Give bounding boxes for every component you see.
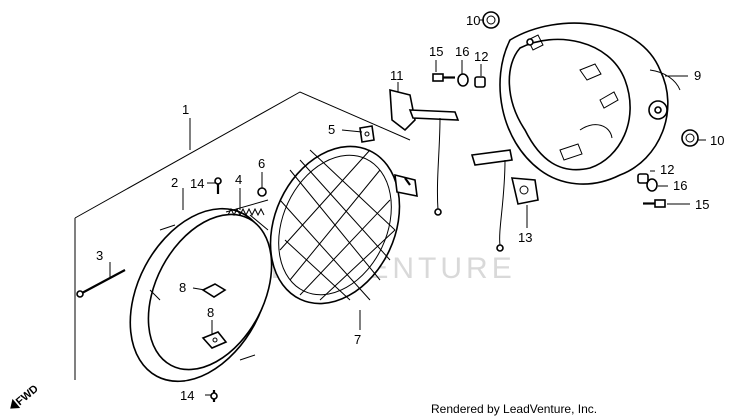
leader-lines [109, 19, 706, 396]
sealed-beam-unit [269, 145, 418, 305]
callout-16-right: 16 [673, 178, 687, 193]
washer-top [457, 73, 469, 87]
callout-1: 1 [182, 102, 189, 117]
nut-right [637, 173, 649, 184]
adjuster-upper [201, 283, 227, 298]
callout-12-top: 12 [474, 49, 488, 64]
callout-6: 6 [258, 156, 265, 171]
grommet-right [681, 129, 699, 147]
screw-14-upper [214, 177, 222, 194]
callout-13: 13 [518, 230, 532, 245]
callout-12-right: 12 [660, 162, 674, 177]
wire-bracket-13 [470, 149, 539, 252]
long-screw-3 [76, 269, 126, 298]
forward-arrow-icon: FWD [10, 383, 41, 409]
callout-15-right: 15 [695, 197, 709, 212]
callout-8-lower: 8 [207, 305, 214, 320]
callout-9: 9 [694, 68, 701, 83]
headlight-rim [129, 207, 273, 383]
nut-top [474, 76, 486, 88]
assembly-frame [74, 91, 411, 380]
footer-credit: Rendered by LeadVenture, Inc. [431, 402, 598, 416]
callout-7: 7 [354, 332, 361, 347]
callout-4: 4 [235, 172, 242, 187]
callout-10-right: 10 [710, 133, 724, 148]
headlight-case [499, 22, 681, 185]
callout-10-top: 10 [466, 13, 480, 28]
callout-16-top: 16 [455, 44, 469, 59]
callout-labels: 1 2 3 4 5 6 7 8 8 9 10 10 11 12 12 13 14… [96, 13, 724, 403]
wire-bracket-11 [389, 88, 460, 216]
nut-6 [257, 187, 267, 197]
callout-3: 3 [96, 248, 103, 263]
callout-11: 11 [390, 68, 404, 83]
washer-right [646, 178, 658, 192]
callout-5: 5 [328, 122, 335, 137]
spring-4 [225, 199, 269, 217]
adjuster-lower [201, 331, 228, 349]
fwd-label: FWD [14, 383, 41, 408]
bolt-top [432, 73, 455, 82]
mount-bracket-5 [359, 125, 375, 143]
callout-15-top: 15 [429, 44, 443, 59]
grommet-top [482, 11, 500, 29]
callout-8-upper: 8 [179, 280, 186, 295]
screw-14-lower [210, 390, 218, 402]
callout-14-upper: 14 [190, 176, 204, 191]
callout-2: 2 [171, 175, 178, 190]
bolt-right [643, 199, 666, 208]
callout-14-lower: 14 [180, 388, 194, 403]
